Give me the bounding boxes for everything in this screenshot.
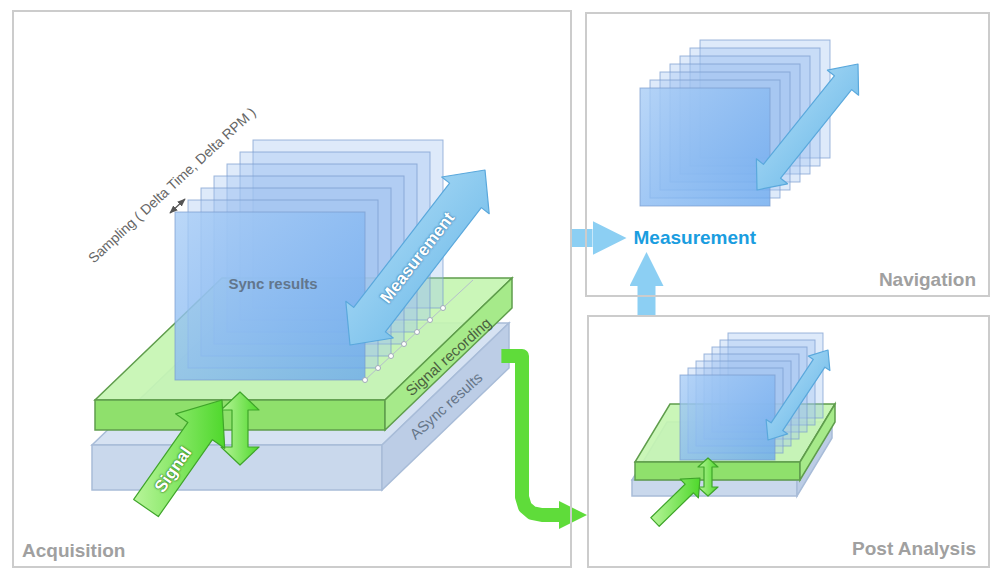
- sampling-dot: [389, 354, 394, 359]
- measurement-arrow-label-box: Measurement: [376, 209, 459, 308]
- async-results-layer: ASync results: [399, 361, 493, 449]
- connector-arrow: [572, 229, 593, 247]
- sheet: [640, 88, 770, 206]
- sync-results-stack: Sync results: [222, 272, 325, 295]
- signal-arrow-label-box: Signal: [150, 443, 196, 496]
- sheet: [175, 212, 365, 380]
- sampling-label: Sampling ( Delta Time, Delta RPM ): [85, 104, 259, 266]
- measurement-arrow-label: Measurement: [376, 209, 459, 308]
- node-text: Navigation: [879, 269, 976, 291]
- node-text: Sync results: [229, 275, 318, 292]
- post-measurement-arrow: [766, 350, 830, 440]
- connector-arrow: [501, 356, 559, 515]
- measurement-arrow: [346, 170, 489, 345]
- sampling-dot: [428, 318, 433, 323]
- sampling-arrow: [170, 199, 185, 213]
- navigation-panel: Navigation Measurement: [585, 12, 990, 297]
- updown-arrow: [221, 392, 259, 465]
- signal-arrow: [134, 400, 225, 517]
- node-text: Post Analysis: [852, 538, 976, 560]
- sampling-dot: [376, 366, 381, 371]
- sheet: [680, 375, 775, 460]
- acquisition-panel: AcquisitionSync resultsSignal recordingA…: [12, 10, 572, 568]
- sampling-dot: [441, 306, 446, 311]
- slab-front: [635, 462, 800, 480]
- connector-arrow: [638, 286, 656, 315]
- node-text: Acquisition: [22, 540, 125, 562]
- node-text: Measurement: [634, 227, 757, 249]
- measurement-target: Measurement: [627, 224, 764, 252]
- sampling-dot: [363, 378, 368, 383]
- post-updown-arrow: [698, 458, 718, 496]
- sampling-label-box: Sampling ( Delta Time, Delta RPM ): [85, 104, 259, 266]
- post-analysis-panel: Post Analysis: [587, 315, 990, 568]
- post-signal-arrow: [651, 478, 700, 526]
- sampling-dot: [402, 342, 407, 347]
- sampling-dot: [415, 330, 420, 335]
- signal-arrow-label: Signal: [150, 443, 196, 496]
- navigation-arrow: [756, 64, 858, 190]
